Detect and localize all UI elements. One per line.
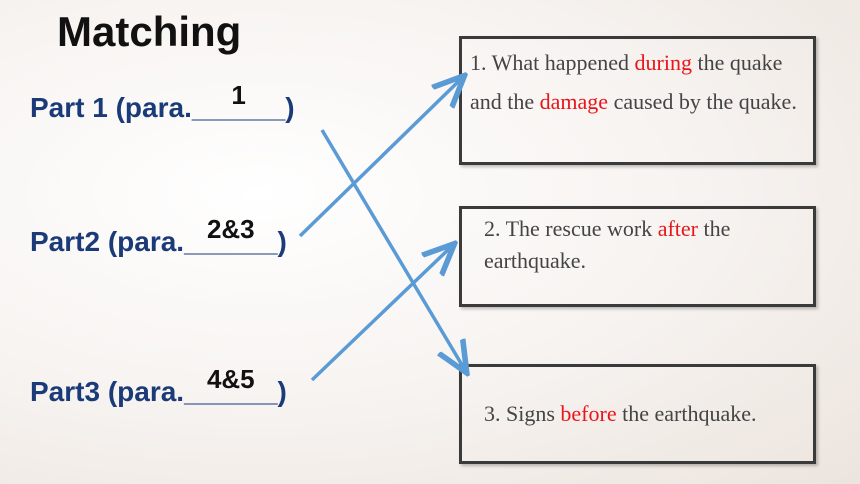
page-title: Matching (57, 8, 242, 55)
part-1-answer: 1 (231, 80, 246, 110)
arrow-part2-to-box1 (298, 78, 462, 238)
part-2-blank[interactable]: ______2&3 (184, 214, 278, 258)
part-1-suffix: ) (285, 92, 295, 123)
box-1[interactable]: 1. What happened during the quake and th… (459, 36, 816, 165)
part-2-underline: ______ (184, 226, 278, 257)
box-1-text-c: caused by the quake. (608, 89, 797, 114)
box-1-text-a: 1. What happened (470, 50, 635, 75)
part-1-blank[interactable]: ______1 (191, 80, 286, 124)
box-2[interactable]: 2. The rescue work after the earthquake. (459, 206, 816, 307)
box-1-text-b: the quake and the (470, 50, 783, 114)
arrow-part3-to-box2 (310, 246, 452, 382)
box-3-keyword-before: before (560, 401, 617, 426)
part-3-suffix: ) (277, 376, 287, 407)
box-3[interactable]: 3. Signs before the earthquake. (459, 364, 816, 464)
box-2-keyword-after: after (657, 216, 698, 241)
box-2-text-b: the earthquake. (484, 216, 731, 273)
part-3-label: Part3 (para.______4&5) (30, 364, 287, 408)
part-2-prefix: Part2 (para. (30, 226, 185, 257)
box-2-text-a: 2. The rescue work (484, 216, 658, 241)
part-3-prefix: Part3 (para. (30, 376, 185, 407)
part-1-underline: ______ (191, 92, 286, 123)
box-3-text-b: the earthquake. (616, 401, 757, 426)
part-1-prefix: Part 1 (para. (30, 92, 192, 123)
part-3-blank[interactable]: ______4&5 (184, 364, 278, 408)
part-2-suffix: ) (277, 226, 287, 257)
part-1-label: Part 1 (para.______1) (30, 80, 295, 124)
arrow-part1-to-box3 (320, 129, 465, 370)
box-1-keyword-damage: damage (539, 89, 609, 114)
part-3-underline: ______ (184, 376, 278, 407)
box-3-text-a: 3. Signs (484, 401, 561, 426)
part-3-answer: 4&5 (206, 364, 255, 394)
part-2-label: Part2 (para.______2&3) (30, 214, 287, 258)
box-1-keyword-during: during (634, 50, 692, 75)
part-2-answer: 2&3 (206, 214, 255, 244)
